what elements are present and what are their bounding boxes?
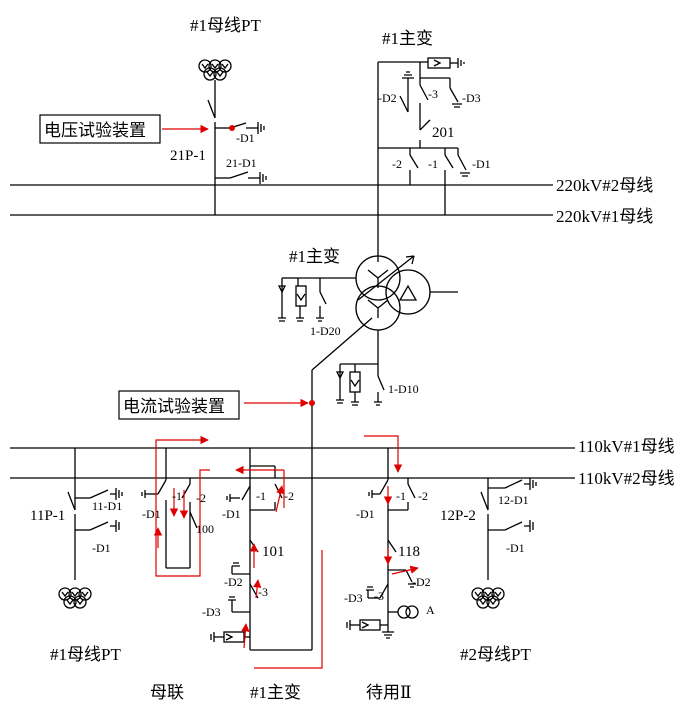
voltage-test-device-box — [39, 114, 161, 144]
pt1-220-21d1-label: 21-D1 — [226, 156, 257, 170]
mt-d2-label: -D2 — [224, 575, 243, 589]
pt-110kv-bus2 — [471, 478, 537, 609]
main-transformer-220kv-bay: #1主变 — [377, 29, 470, 262]
bus110-1-label: 110kV#1母线 — [578, 437, 675, 456]
current-injection-point — [309, 400, 315, 406]
current-test-device-box — [118, 390, 240, 420]
mt-d1-label: -D1 — [222, 507, 241, 521]
test-point-marker — [229, 125, 235, 131]
ml-100-label: 100 — [196, 522, 214, 536]
sb-d3-label: -D3 — [344, 591, 363, 605]
bay-mt-title: #1主变 — [250, 683, 301, 702]
bay-ml-title: 母联 — [150, 683, 184, 702]
mt-d3-label: -D3 — [202, 605, 221, 619]
main-tr-top-title: #1主变 — [382, 29, 433, 48]
pt110-1-11d1-label: 11-D1 — [92, 499, 122, 513]
pt110-2-12p2-label: 12P-2 — [440, 508, 476, 524]
pt-coils-icon — [58, 587, 92, 609]
pt110-1-11p1-label: 11P-1 — [30, 508, 65, 524]
pt110-1-title: #1母线PT — [50, 645, 121, 664]
current-test-device-label: 电流试验装置 — [123, 397, 225, 416]
pt-coils-icon — [198, 59, 232, 81]
spare-bay-2 — [346, 435, 419, 639]
pt110-1-d1-label: -D1 — [92, 541, 111, 555]
main-transformer-110kv-bay — [210, 448, 323, 669]
sb-1-label: -1 — [396, 489, 406, 503]
transformer-windings-icon — [355, 255, 431, 331]
bus-coupler-bay — [141, 435, 210, 577]
sb-a-label: A — [426, 603, 435, 617]
bus220-2-label: 220kV#2母线 — [556, 176, 653, 195]
voltage-test-device-label: 电压试验装置 — [44, 121, 146, 140]
bay-sb-title: 待用Ⅱ — [366, 683, 412, 702]
mt220-1-label: -1 — [428, 157, 438, 171]
bus110-2-label: 110kV#2母线 — [578, 469, 675, 488]
main-transformer: #1主变 — [277, 247, 458, 650]
bus220-1-label: 220kV#1母线 — [556, 207, 653, 226]
pt-110kv-bus1 — [58, 448, 123, 609]
mt-3-label: -3 — [258, 585, 268, 599]
mt220-d1-label: -D1 — [472, 157, 491, 171]
mt-101-label: 101 — [262, 544, 285, 560]
main-tr-1d10-label: 1-D10 — [388, 382, 419, 396]
ml-d1-label: -D1 — [142, 507, 161, 521]
sb-d2-label: -D2 — [412, 575, 431, 589]
sb-118-label: 118 — [398, 544, 420, 560]
main-tr-mid-title: #1主变 — [289, 247, 340, 266]
sb-3-label: -3 — [374, 589, 384, 603]
mt220-d2-label: -D2 — [378, 91, 397, 105]
pt110-2-12d1-label: 12-D1 — [498, 493, 529, 507]
mt220-3-label: -3 — [428, 87, 438, 101]
main-tr-1d20-label: 1-D20 — [310, 324, 341, 338]
ml-2-label: -2 — [196, 491, 206, 505]
pt1-220-d1-label: -D1 — [236, 131, 255, 145]
mt220-201-label: 201 — [432, 125, 455, 141]
pt1-220-title: #1母线PT — [190, 16, 261, 35]
sb-d1-label: -D1 — [356, 507, 375, 521]
mt-2-label: -2 — [284, 489, 294, 503]
mt220-2-label: -2 — [392, 157, 402, 171]
sb-2-label: -2 — [418, 489, 428, 503]
pt-220kv-bus1 — [198, 59, 267, 215]
pt110-2-d1-label: -D1 — [506, 541, 525, 555]
pt1-220-21p1-label: 21P-1 — [170, 148, 206, 164]
ct-coils-icon — [397, 605, 419, 619]
mt220-d3-label: -D3 — [462, 91, 481, 105]
mt-1-label: -1 — [256, 489, 266, 503]
ml-1-label: -1 — [172, 489, 182, 503]
pt-coils-icon — [471, 587, 505, 609]
pt110-2-title: #2母线PT — [460, 645, 531, 664]
